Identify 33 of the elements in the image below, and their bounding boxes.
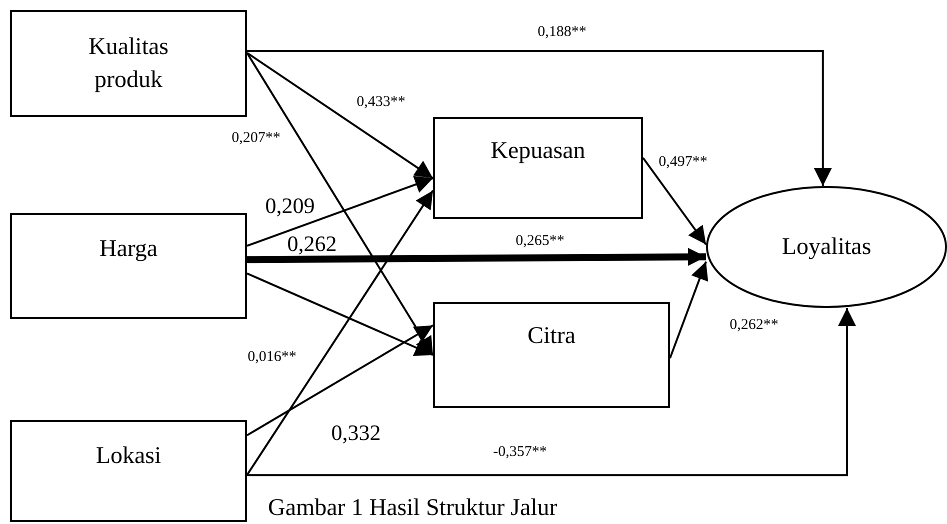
node-label: Loyalitas <box>782 232 872 262</box>
arrow <box>246 324 434 436</box>
arrow <box>247 50 832 186</box>
coefficient-label: 0,262 <box>287 232 337 256</box>
arrow <box>247 308 856 476</box>
edge-label: 0,262** <box>728 316 780 334</box>
node-label: Harga <box>99 235 158 264</box>
arrow <box>246 52 434 356</box>
edge-label: 0,207** <box>230 130 282 146</box>
node-label: Kepuasan <box>490 137 586 166</box>
arrow <box>246 176 434 247</box>
edge-label: 0,188** <box>536 24 588 40</box>
variable-box <box>10 420 247 522</box>
arrow <box>669 261 708 359</box>
arrow <box>246 272 434 356</box>
figure-caption: Gambar 1 Hasil Struktur Jalur <box>268 494 558 523</box>
edge-label: 0,497** <box>658 154 708 170</box>
node-label: Kualitas produk <box>88 33 170 94</box>
variable-box <box>433 117 643 219</box>
arrow <box>246 190 434 476</box>
variable-box <box>433 302 670 408</box>
edge-label: 0,016** <box>246 348 298 366</box>
construct-ellipse <box>706 186 947 308</box>
edge-label: 0,265** <box>514 232 566 250</box>
node-label: Citra <box>528 322 576 351</box>
arrow <box>246 52 434 180</box>
variable-box <box>10 10 247 117</box>
arrow <box>642 157 707 246</box>
arrow <box>246 248 706 266</box>
edge-label: 0,433** <box>356 94 406 110</box>
variable-box <box>10 213 247 319</box>
node-label: Lokasi <box>96 442 162 471</box>
edge-label: -0,357** <box>492 444 548 460</box>
